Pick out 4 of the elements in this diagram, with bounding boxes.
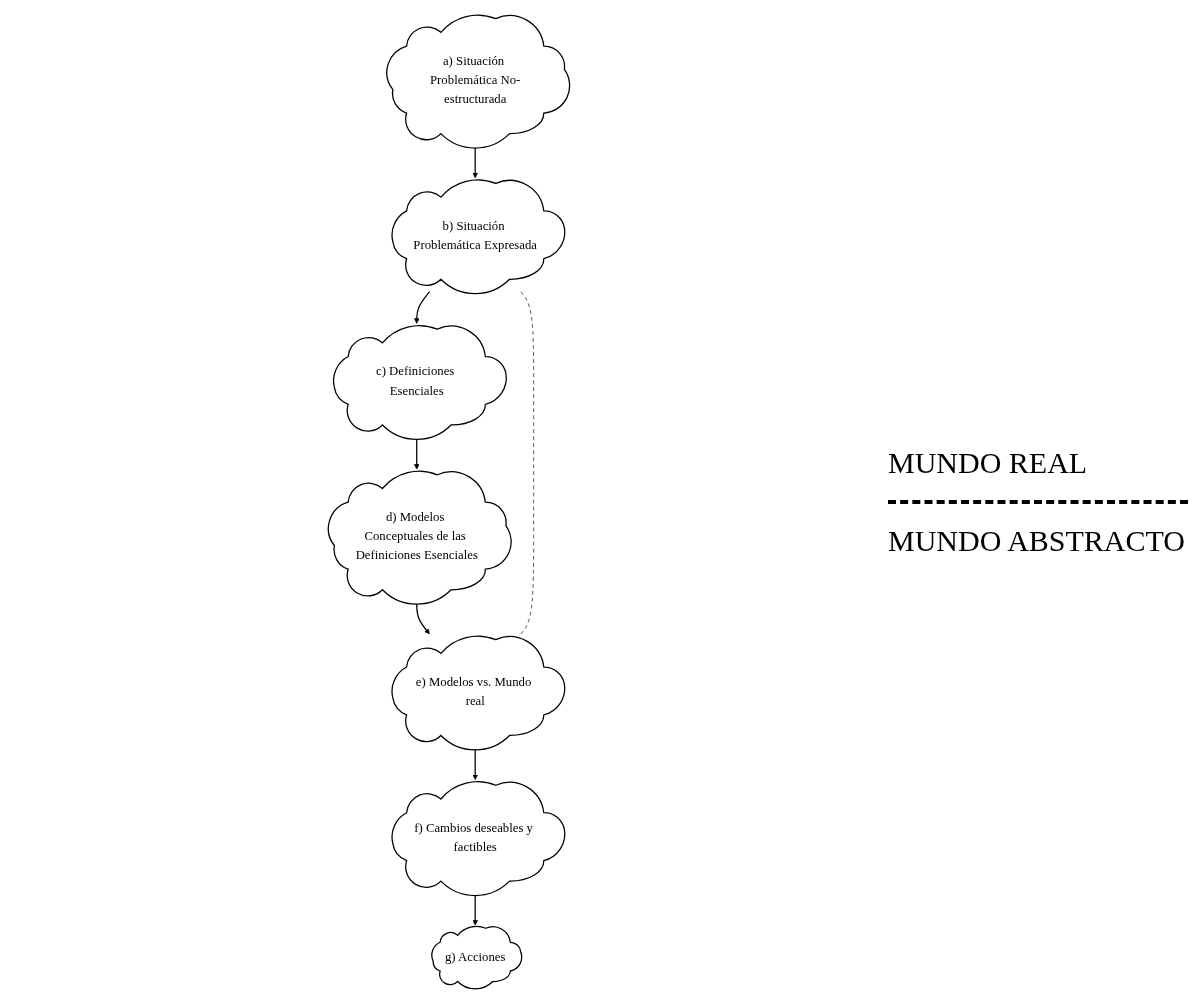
- region-label: MUNDO REAL: [888, 446, 1089, 480]
- arrow: [413, 291, 431, 324]
- flowchart: a) Situación Problemática No-estructurada b) Situación Problemática Expresada c) Definiciones Esenciales d) Modelos Conceptuales de las Definiciones Esenciales e) Modelos vs. Mundo real f) Cambios deseables y factibles g) Acciones: [10, 10, 888, 994]
- region-label: MUNDO ABSTRACTO: [888, 524, 1186, 558]
